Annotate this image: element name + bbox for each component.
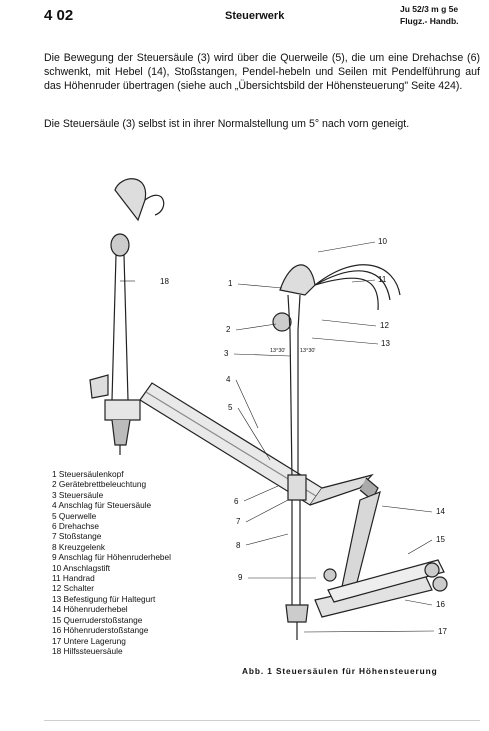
auxiliary-column-drawing [89, 178, 165, 455]
callout-11: 11 [378, 275, 387, 284]
section-title: Steuerwerk [225, 10, 285, 22]
callout-10: 10 [378, 237, 387, 246]
reference-line-1: Ju 52/3 m g 5e [400, 4, 459, 14]
legend-item: 5 Querwelle [52, 510, 97, 521]
legend-item: 8 Kreuzgelenk [52, 541, 106, 552]
callout-7: 7 [236, 517, 241, 526]
legend-item: 13 Befestigung für Haltegurt [52, 593, 156, 604]
legend-item: 2 Gerätebrettbeleuchtung [52, 479, 147, 490]
control-column-illustration: 18 1 2 3 4 5 6 7 8 9 10 11 12 13 14 15 1… [89, 178, 448, 640]
callout-12: 12 [380, 321, 389, 330]
page-number: 4 02 [44, 7, 74, 24]
legend-item: 7 Stoßstange [52, 531, 102, 542]
legend-item: 11 Handrad [52, 573, 95, 584]
legend-item: 9 Anschlag für Höhenruderhebel [52, 552, 172, 563]
reference-line-2: Flugz.- Handb. [400, 16, 459, 26]
angle-label-left: 13°30' [270, 348, 286, 354]
legend-item: 6 Drehachse [52, 521, 100, 532]
main-column-drawing [272, 264, 401, 640]
callout-16: 16 [436, 600, 445, 609]
legend-item: 12 Schalter [52, 583, 94, 594]
callout-5: 5 [228, 403, 233, 412]
callout-14: 14 [436, 507, 445, 516]
legend-item: 14 Höhenruderhebel [52, 604, 128, 615]
leader-lines [120, 241, 435, 633]
legend-item: 15 Querruderstoßstange [52, 614, 143, 625]
figure-caption: Abb. 1 Steuersäulen für Höhensteuerung [242, 666, 438, 676]
callout-4: 4 [226, 375, 231, 384]
callout-6: 6 [234, 497, 239, 506]
callout-15: 15 [436, 535, 445, 544]
callout-1: 1 [228, 279, 233, 288]
callout-18: 18 [160, 277, 169, 286]
legend-item: 10 Anschlagstift [52, 562, 111, 573]
legend-item: 16 Höhenruderstoßstange [52, 625, 149, 636]
callout-8: 8 [236, 541, 241, 550]
paragraph-2: Die Steuersäule (3) selbst ist in ihrer … [44, 118, 410, 130]
document-reference: Ju 52/3 m g 5e Flugz.- Handb. [400, 3, 459, 27]
parts-legend: 1 Steuersäulenkopf 2 Gerätebrettbeleucht… [52, 469, 171, 656]
callout-3: 3 [224, 349, 229, 358]
legend-item: 17 Untere Lagerung [52, 635, 126, 646]
callout-17: 17 [438, 627, 447, 636]
callout-2: 2 [226, 325, 231, 334]
cross-shaft-drawing [139, 382, 379, 506]
callout-9: 9 [238, 573, 243, 582]
legend-item: 18 Hilfssteuersäule [52, 645, 123, 656]
paragraph-1: Die Bewegung der Steuersäule (3) wird üb… [44, 52, 480, 92]
legend-item: 4 Anschlag für Steuersäule [52, 500, 152, 511]
legend-item: 3 Steuersäule [52, 489, 104, 500]
angle-label-right: 13°30' [300, 348, 316, 354]
legend-item: 1 Steuersäulenkopf [52, 469, 124, 479]
page-bottom-rule [44, 720, 480, 721]
lever-and-pushrods-drawing [314, 491, 448, 618]
callout-13: 13 [381, 339, 390, 348]
